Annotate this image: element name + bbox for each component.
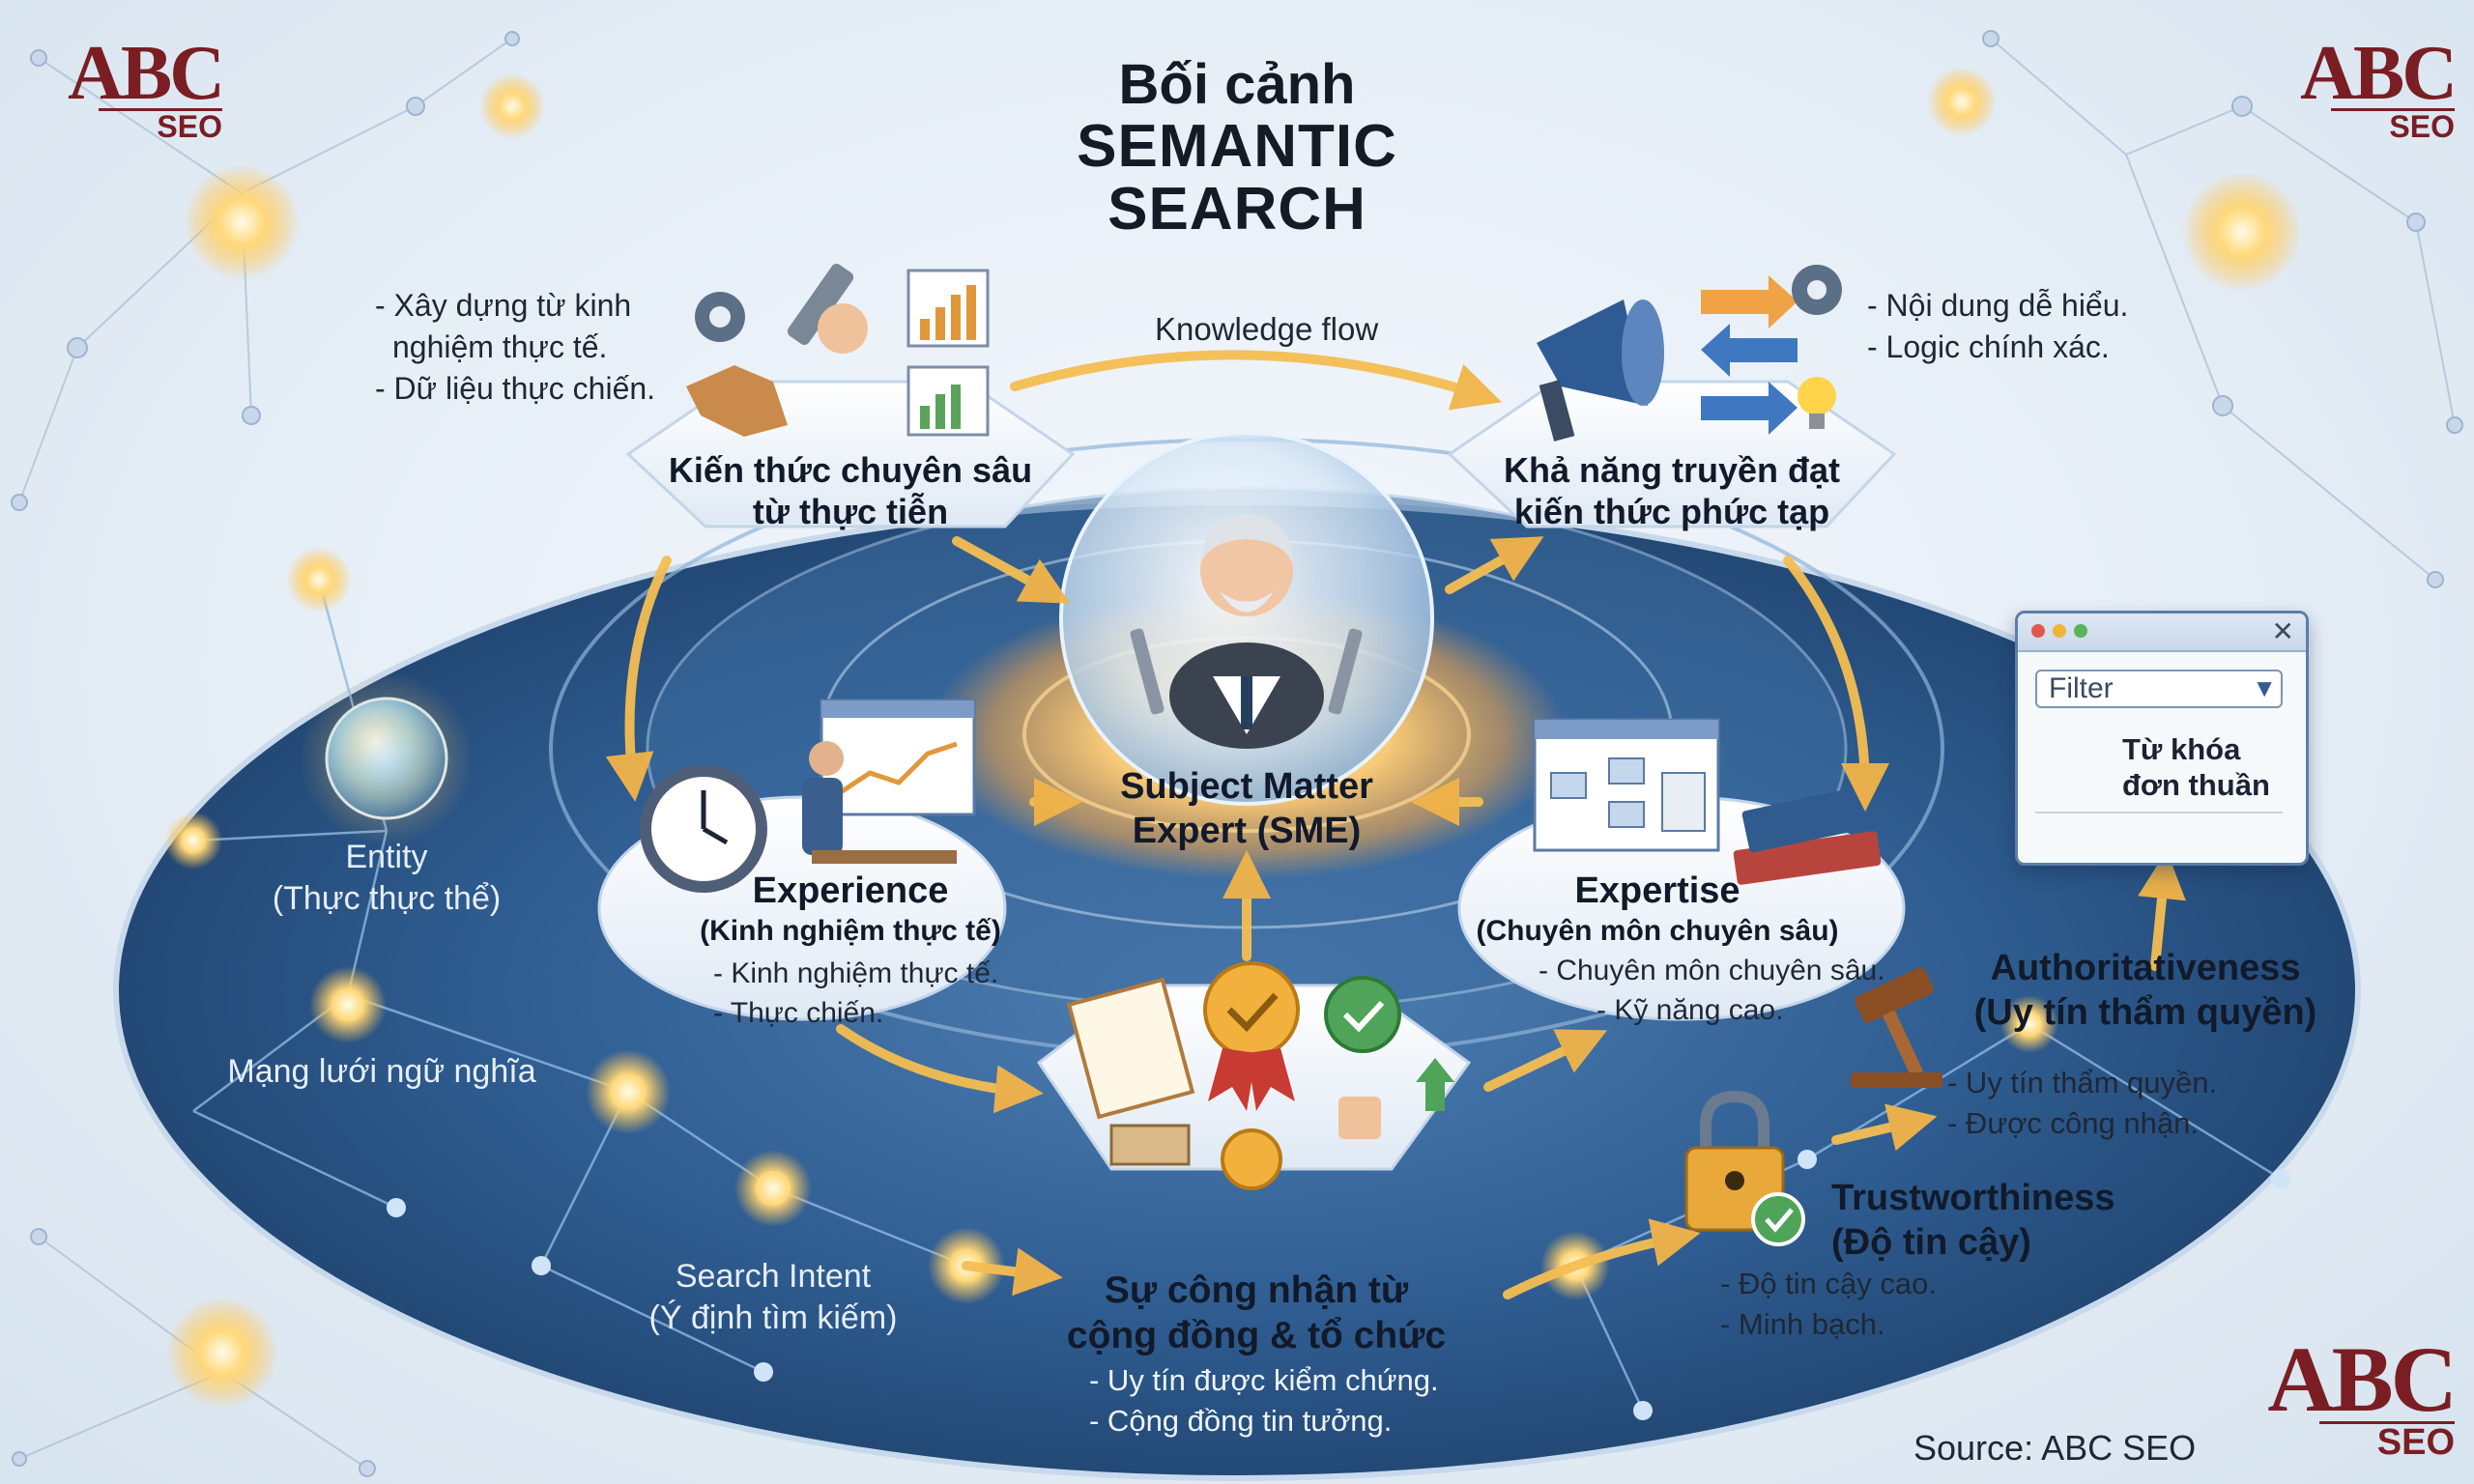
filter-window: ✕ Filter ▼ Từ khóa đơn thuần (2015, 611, 2309, 866)
logo-seo-text: SEO (2331, 108, 2455, 142)
title-line-2: SEMANTIC SEARCH (1077, 112, 1397, 243)
note-line: nghiệm thực tế. (392, 329, 608, 365)
keyword-line2: đơn thuần (2122, 768, 2270, 803)
note-line: - Uy tín thẩm quyền. (1947, 1066, 2218, 1099)
authority-notes: - Uy tín thẩm quyền. - Được công nhận. (1947, 1063, 2217, 1144)
logo-bottom-right: ABC SEO (2223, 1327, 2458, 1461)
trust-notes: - Độ tin cậy cao. - Minh bạch. (1720, 1264, 1937, 1345)
entity-label-line1: Entity (345, 839, 428, 875)
note-line: - Uy tín được kiểm chứng. (1089, 1363, 1439, 1397)
filter-input[interactable]: Filter (2035, 670, 2283, 708)
top-left-notes: - Xây dựng từ kinh nghiệm thực tế. - Dữ … (375, 285, 655, 411)
node-trust: Trustworthiness (Độ tin cậy) (1831, 1177, 2115, 1265)
note-line: - Logic chính xác. (1867, 329, 2110, 365)
funnel-icon[interactable]: ▼ (2252, 673, 2277, 702)
note-line: - Được công nhận. (1947, 1105, 2199, 1140)
node-trust-line2: (Độ tin cậy) (1831, 1221, 2031, 1263)
title-line-1: Bối cảnh (1118, 53, 1356, 116)
note-line: - Kinh nghiệm thực tế. (713, 957, 999, 989)
window-close-dot[interactable] (2031, 624, 2045, 638)
filter-window-titlebar: ✕ (2018, 614, 2306, 652)
note-line: - Độ tin cậy cao. (1720, 1267, 1937, 1300)
node-sme: Subject Matter Expert (SME) (1082, 765, 1411, 853)
divider (2035, 812, 2283, 813)
page-title: Bối cảnh SEMANTIC SEARCH (947, 53, 1527, 243)
node-recognition-line2: cộng đồng & tổ chức (1066, 1314, 1447, 1356)
note-line: - Thực chiến. (713, 996, 884, 1029)
node-expertise: Expertise (Chuyên môn chuyên sâu) (1464, 870, 1851, 949)
node-authority-line1: Authoritativeness (1990, 948, 2301, 988)
node-knowledge: Kiến thức chuyên sâu từ thực tiễn (638, 449, 1063, 532)
note-line: - Kỹ năng cao. (1597, 993, 1784, 1026)
entity-label-line2: (Thực thực thể) (272, 879, 502, 917)
knowledge-flow-label: Knowledge flow (1155, 311, 1379, 347)
search-intent-line2: (Ý định tìm kiếm) (648, 1298, 898, 1336)
node-recognition: Sự công nhận từ cộng đồng & tổ chức (1044, 1269, 1469, 1359)
node-experience: Experience (Kinh nghiệm thực tế) (667, 870, 1034, 949)
logo-top-left: ABC SEO (39, 31, 225, 142)
search-intent-label: Search Intent (Ý định tìm kiếm) (590, 1256, 957, 1338)
note-line: - Nội dung dễ hiểu. (1867, 288, 2129, 323)
node-communication-line1: Khả năng truyền đạt (1503, 450, 1841, 490)
node-knowledge-line1: Kiến thức chuyên sâu (668, 450, 1033, 490)
node-recognition-line1: Sự công nhận từ (1104, 1270, 1409, 1311)
window-minimize-dot[interactable] (2053, 624, 2066, 638)
window-maximize-dot[interactable] (2074, 624, 2087, 638)
logo-seo-text: SEO (99, 108, 222, 142)
top-right-notes: - Nội dung dễ hiểu. - Logic chính xác. (1867, 285, 2128, 368)
logo-abc-text: ABC (2267, 1327, 2458, 1431)
close-icon[interactable]: ✕ (2271, 616, 2294, 646)
source-credit: Source: ABC SEO (1913, 1428, 2197, 1468)
node-knowledge-line2: từ thực tiễn (752, 492, 949, 532)
semantic-network-label: Mạng lưới ngữ nghĩa (227, 1053, 536, 1090)
expertise-notes: - Chuyên môn chuyên sâu. - Kỹ năng cao. (1539, 952, 1885, 1030)
logo-seo-text: SEO (2318, 1421, 2455, 1461)
node-expertise-subtitle: (Chuyên môn chuyên sâu) (1476, 914, 1839, 947)
node-authority-line2: (Uy tín thẩm quyền) (1973, 991, 2317, 1033)
keyword-text: Từ khóa đơn thuần (2122, 731, 2270, 803)
node-communication: Khả năng truyền đạt kiến thức phức tạp (1459, 449, 1884, 532)
node-experience-subtitle: (Kinh nghiệm thực tế) (700, 914, 1001, 947)
note-line: - Dữ liệu thực chiến. (375, 371, 656, 407)
note-line: - Xây dựng từ kinh (375, 288, 632, 323)
logo-top-right: ABC SEO (2271, 31, 2458, 142)
node-communication-line2: kiến thức phức tạp (1513, 492, 1830, 532)
node-experience-title: Experience (752, 870, 949, 911)
logo-abc-text: ABC (2300, 31, 2458, 116)
search-intent-line1: Search Intent (675, 1258, 872, 1295)
note-line: - Chuyên môn chuyên sâu. (1539, 955, 1885, 986)
recognition-notes: - Uy tín được kiểm chứng. - Cộng đồng ti… (1089, 1360, 1439, 1441)
logo-abc-text: ABC (68, 31, 225, 116)
experience-notes: - Kinh nghiệm thực tế. - Thực chiến. (713, 955, 998, 1033)
node-expertise-title: Expertise (1574, 870, 1740, 911)
entity-label: Entity (Thực thực thể) (222, 837, 551, 919)
note-line: - Cộng đồng tin tưởng. (1089, 1403, 1393, 1438)
node-trust-line1: Trustworthiness (1831, 1178, 2115, 1218)
node-sme-line2: Expert (SME) (1132, 810, 1362, 851)
keyword-line1: Từ khóa (2122, 732, 2241, 766)
node-sme-line1: Subject Matter (1120, 766, 1373, 807)
node-authority: Authoritativeness (Uy tín thẩm quyền) (1942, 947, 2348, 1035)
note-line: - Minh bạch. (1720, 1306, 1885, 1341)
